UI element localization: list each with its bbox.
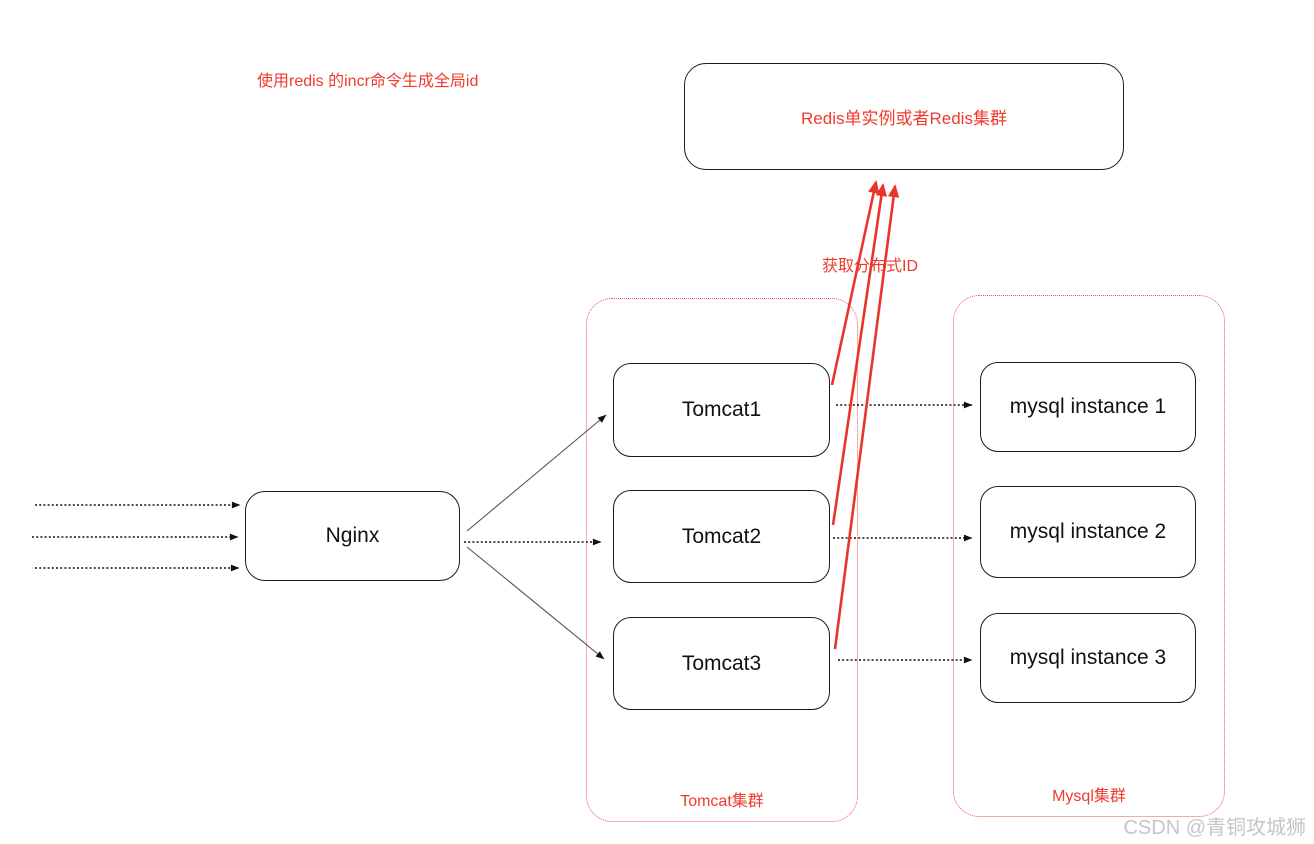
csdn-watermark: CSDN @青铜攻城狮 [1123, 817, 1306, 839]
redis-node: Redis单实例或者Redis集群 [684, 63, 1124, 170]
tomcat2-node: Tomcat2 [613, 490, 830, 583]
tomcat3-node: Tomcat3 [613, 617, 830, 710]
get-distributed-id-annotation: 获取分布式ID [822, 258, 919, 275]
title-annotation: 使用redis 的incr命令生成全局id [257, 73, 479, 90]
mysql-cluster-container: Mysql集群 [953, 295, 1225, 817]
mysql-instance-3-node: mysql instance 3 [980, 613, 1196, 703]
nginx-to-tomcat3-arrow [466, 546, 605, 660]
nginx-node: Nginx [245, 491, 460, 581]
mysql-cluster-label: Mysql集群 [1052, 788, 1126, 805]
mysql-instance-2-node: mysql instance 2 [980, 486, 1196, 578]
tomcat-cluster-label: Tomcat集群 [680, 793, 764, 810]
mysql-instance-1-node: mysql instance 1 [980, 362, 1196, 452]
tomcat1-node: Tomcat1 [613, 363, 830, 457]
